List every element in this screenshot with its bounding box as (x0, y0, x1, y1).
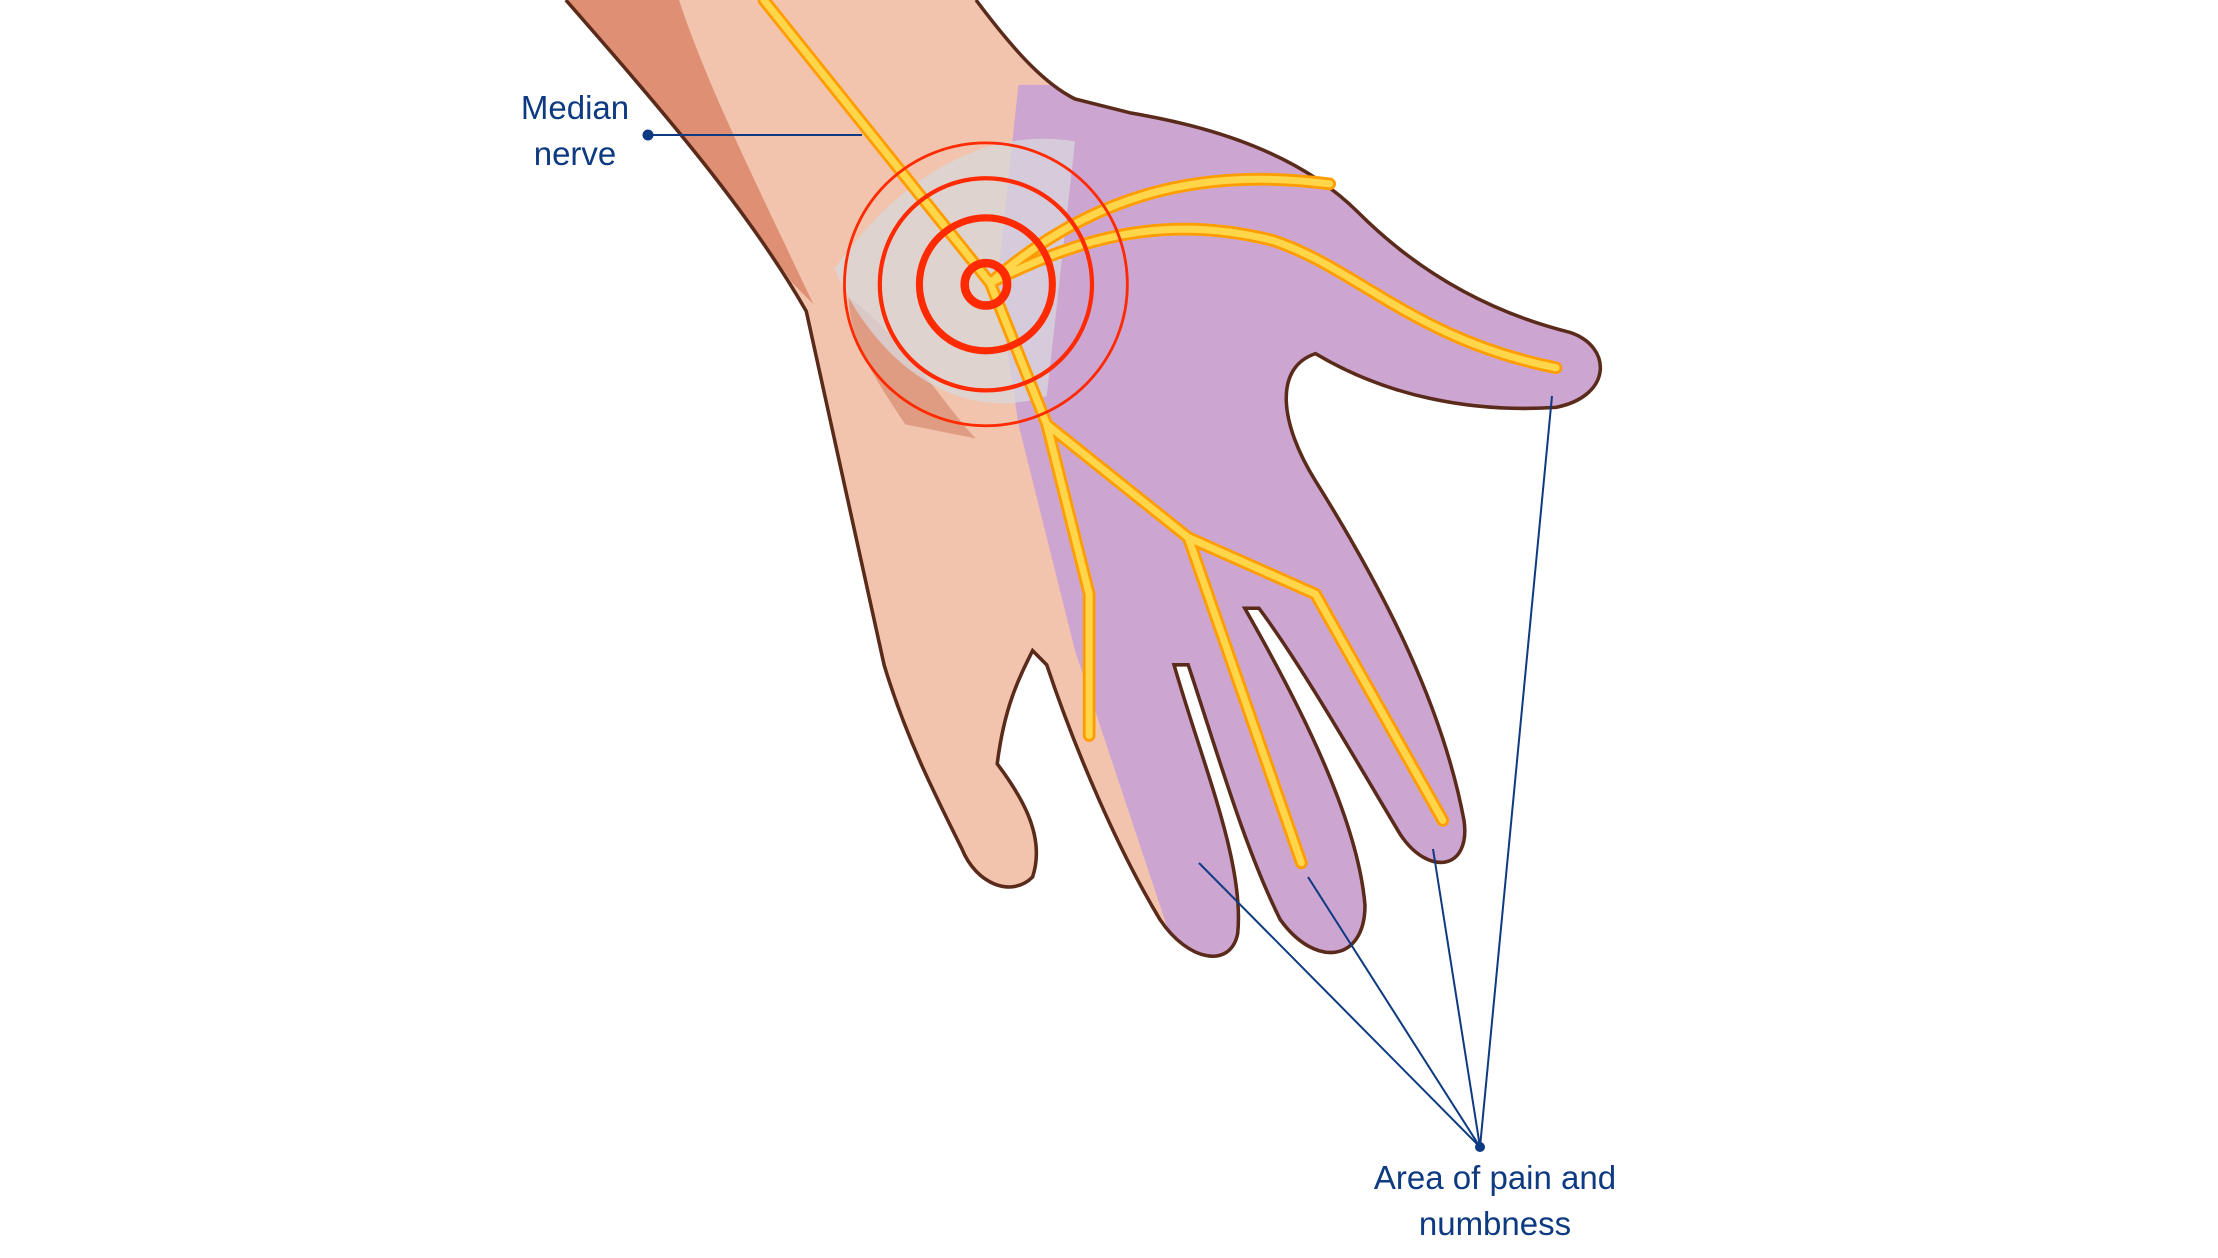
affected-area (997, 84, 1601, 957)
pain-area-label: Area of pain and numbness (1373, 1159, 1617, 1242)
pain-rings (843, 141, 1129, 428)
hand-outline (564, 0, 1603, 958)
median-nerve-leader (642, 129, 862, 141)
median-nerve-label: Median nerve (520, 89, 630, 172)
median-nerve (757, 0, 1563, 870)
pain-area-leaders (1198, 395, 1553, 1152)
